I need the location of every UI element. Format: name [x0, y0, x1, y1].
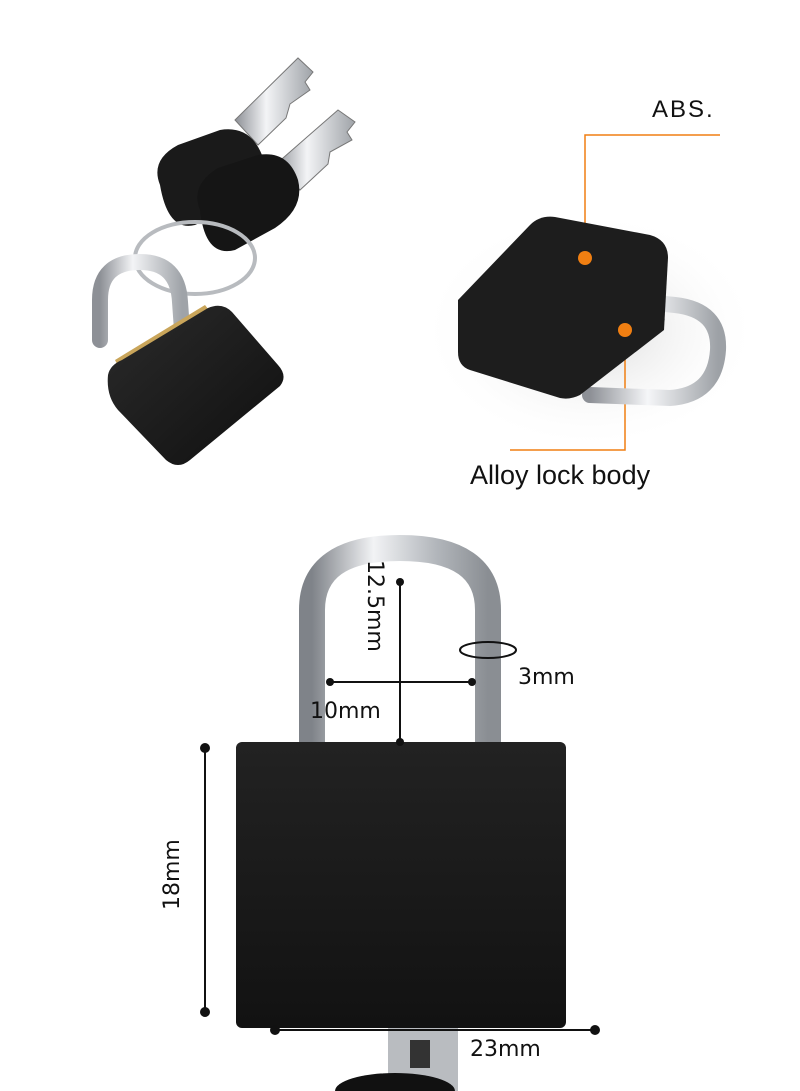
- shackle: [299, 534, 501, 750]
- shackle: [92, 253, 190, 348]
- alloy-marker-dot: [618, 323, 632, 337]
- lock-body: [236, 742, 566, 1028]
- dimension-diagram: [0, 520, 800, 1091]
- shackle-inner-width-label: 10mm: [310, 699, 381, 724]
- shackle: [582, 292, 727, 407]
- lock-body: [458, 216, 668, 399]
- key-head: [157, 129, 300, 252]
- body-height-label: 18mm: [160, 839, 185, 910]
- abs-marker-dot: [578, 251, 592, 265]
- lock-with-keys-photo: [0, 0, 430, 520]
- shackle-diameter-label: 3mm: [518, 665, 575, 690]
- body-width-label: 23mm: [470, 1037, 541, 1062]
- abs-callout-label: ABS.: [652, 96, 715, 123]
- alloy-body-callout-label: Alloy lock body: [470, 460, 651, 490]
- lock-body: [107, 305, 284, 465]
- key-blade: [234, 57, 356, 191]
- shackle-height-label: 12.5mm: [362, 560, 387, 652]
- material-callout-photo: [430, 0, 800, 520]
